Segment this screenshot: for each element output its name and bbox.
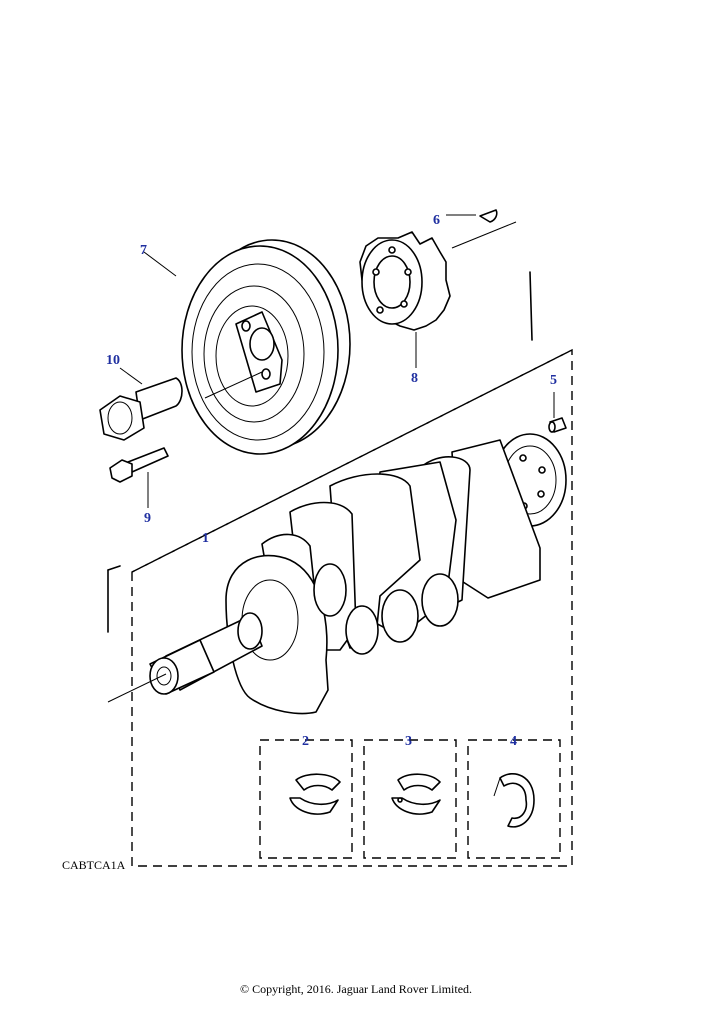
callout-7: 7 (140, 243, 147, 258)
thrust-washer (493, 773, 535, 828)
pulley-bolt (99, 377, 183, 441)
woodruff-key (479, 209, 498, 223)
thrust-bearing-shell (391, 773, 441, 815)
callout-2: 2 (302, 734, 309, 749)
main-bearing-shell (289, 773, 341, 815)
crankshaft-sprocket (359, 221, 517, 331)
callout-8: 8 (411, 371, 418, 386)
crankshaft (107, 433, 567, 715)
callout-9: 9 (144, 511, 151, 526)
callout-3: 3 (405, 734, 412, 749)
leader-lines (119, 214, 555, 508)
callout-labels: 1 2 3 4 5 6 7 8 9 10 CABTCA1A (62, 213, 557, 872)
callout-10: 10 (106, 353, 120, 368)
dowel-pin (548, 417, 567, 433)
callout-4: 4 (510, 734, 517, 749)
crankshaft-pulley (181, 239, 351, 455)
callout-1: 1 (202, 531, 209, 546)
bearing-boxes (259, 739, 561, 859)
callout-6: 6 (433, 213, 440, 228)
callout-5: 5 (550, 373, 557, 388)
copyright-notice: © Copyright, 2016. Jaguar Land Rover Lim… (239, 982, 473, 996)
crankshaft-group-outline (107, 271, 573, 867)
reference-code: CABTCA1A (62, 858, 126, 872)
bolt (109, 447, 169, 483)
